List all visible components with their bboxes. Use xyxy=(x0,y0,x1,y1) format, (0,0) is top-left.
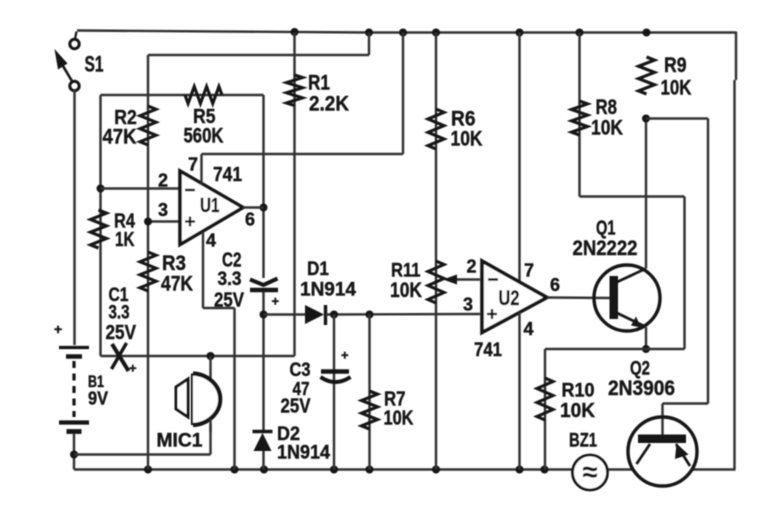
svg-text:R1: R1 xyxy=(308,72,330,95)
svg-text:25V: 25V xyxy=(281,396,312,418)
svg-text:25V: 25V xyxy=(106,322,137,344)
svg-text:3.3: 3.3 xyxy=(109,303,130,324)
svg-text:9V: 9V xyxy=(88,389,108,409)
svg-text:10K: 10K xyxy=(560,400,596,422)
svg-text:47: 47 xyxy=(293,379,310,399)
svg-text:R2: R2 xyxy=(114,107,137,129)
svg-text:2: 2 xyxy=(158,171,168,191)
svg-text:R8: R8 xyxy=(596,96,618,119)
svg-text:6: 6 xyxy=(550,275,560,295)
svg-text:+: + xyxy=(341,348,349,363)
svg-text:1K: 1K xyxy=(115,229,135,251)
svg-text:R7: R7 xyxy=(384,389,406,411)
svg-text:560K: 560K xyxy=(184,125,224,148)
svg-text:4: 4 xyxy=(524,319,534,339)
svg-text:+: + xyxy=(129,361,137,376)
svg-text:D2: D2 xyxy=(277,424,300,445)
svg-text:C1: C1 xyxy=(109,285,129,306)
svg-text:R11: R11 xyxy=(391,261,421,282)
svg-text:2: 2 xyxy=(467,257,477,277)
svg-text:MIC1: MIC1 xyxy=(157,431,203,452)
svg-text:C2: C2 xyxy=(222,250,242,272)
svg-text:7: 7 xyxy=(188,155,198,175)
svg-text:U2: U2 xyxy=(499,287,520,310)
svg-text:+: + xyxy=(54,321,62,337)
svg-text:1N914: 1N914 xyxy=(277,443,330,464)
svg-text:47K: 47K xyxy=(103,126,137,149)
svg-text:10K: 10K xyxy=(390,279,422,302)
svg-text:10K: 10K xyxy=(384,408,414,430)
svg-text:2N3906: 2N3906 xyxy=(608,377,675,400)
svg-text:3.3: 3.3 xyxy=(218,269,242,290)
svg-text:B1: B1 xyxy=(88,372,104,391)
svg-text:741: 741 xyxy=(474,340,502,361)
svg-text:R3: R3 xyxy=(162,252,186,275)
svg-text:Q2: Q2 xyxy=(630,359,650,380)
svg-text:Q1: Q1 xyxy=(596,218,616,240)
svg-text:2.2K: 2.2K xyxy=(309,93,349,116)
svg-text:R9: R9 xyxy=(664,54,687,77)
svg-text:C3: C3 xyxy=(290,360,311,381)
svg-text:R5: R5 xyxy=(193,106,216,128)
svg-text:S1: S1 xyxy=(85,52,104,77)
svg-text:3: 3 xyxy=(158,200,168,220)
svg-text:6: 6 xyxy=(245,210,255,230)
svg-text:+: + xyxy=(272,294,280,309)
svg-text:7: 7 xyxy=(524,261,534,281)
svg-text:741: 741 xyxy=(213,164,242,186)
svg-text:D1: D1 xyxy=(307,259,329,280)
svg-text:47K: 47K xyxy=(161,273,193,296)
svg-text:10K: 10K xyxy=(451,128,483,151)
svg-text:10K: 10K xyxy=(591,117,623,140)
svg-text:1N914: 1N914 xyxy=(300,280,356,301)
svg-text:10K: 10K xyxy=(661,77,692,100)
svg-text:≈: ≈ xyxy=(583,457,598,487)
svg-text:3: 3 xyxy=(463,295,473,315)
svg-text:R4: R4 xyxy=(114,211,136,233)
svg-text:R10: R10 xyxy=(562,381,595,402)
svg-text:25V: 25V xyxy=(214,290,245,312)
svg-text:BZ1: BZ1 xyxy=(569,431,597,452)
svg-text:U1: U1 xyxy=(200,195,220,217)
svg-text:R6: R6 xyxy=(451,108,476,131)
svg-text:4: 4 xyxy=(206,231,216,251)
svg-text:2N2222: 2N2222 xyxy=(573,237,638,260)
